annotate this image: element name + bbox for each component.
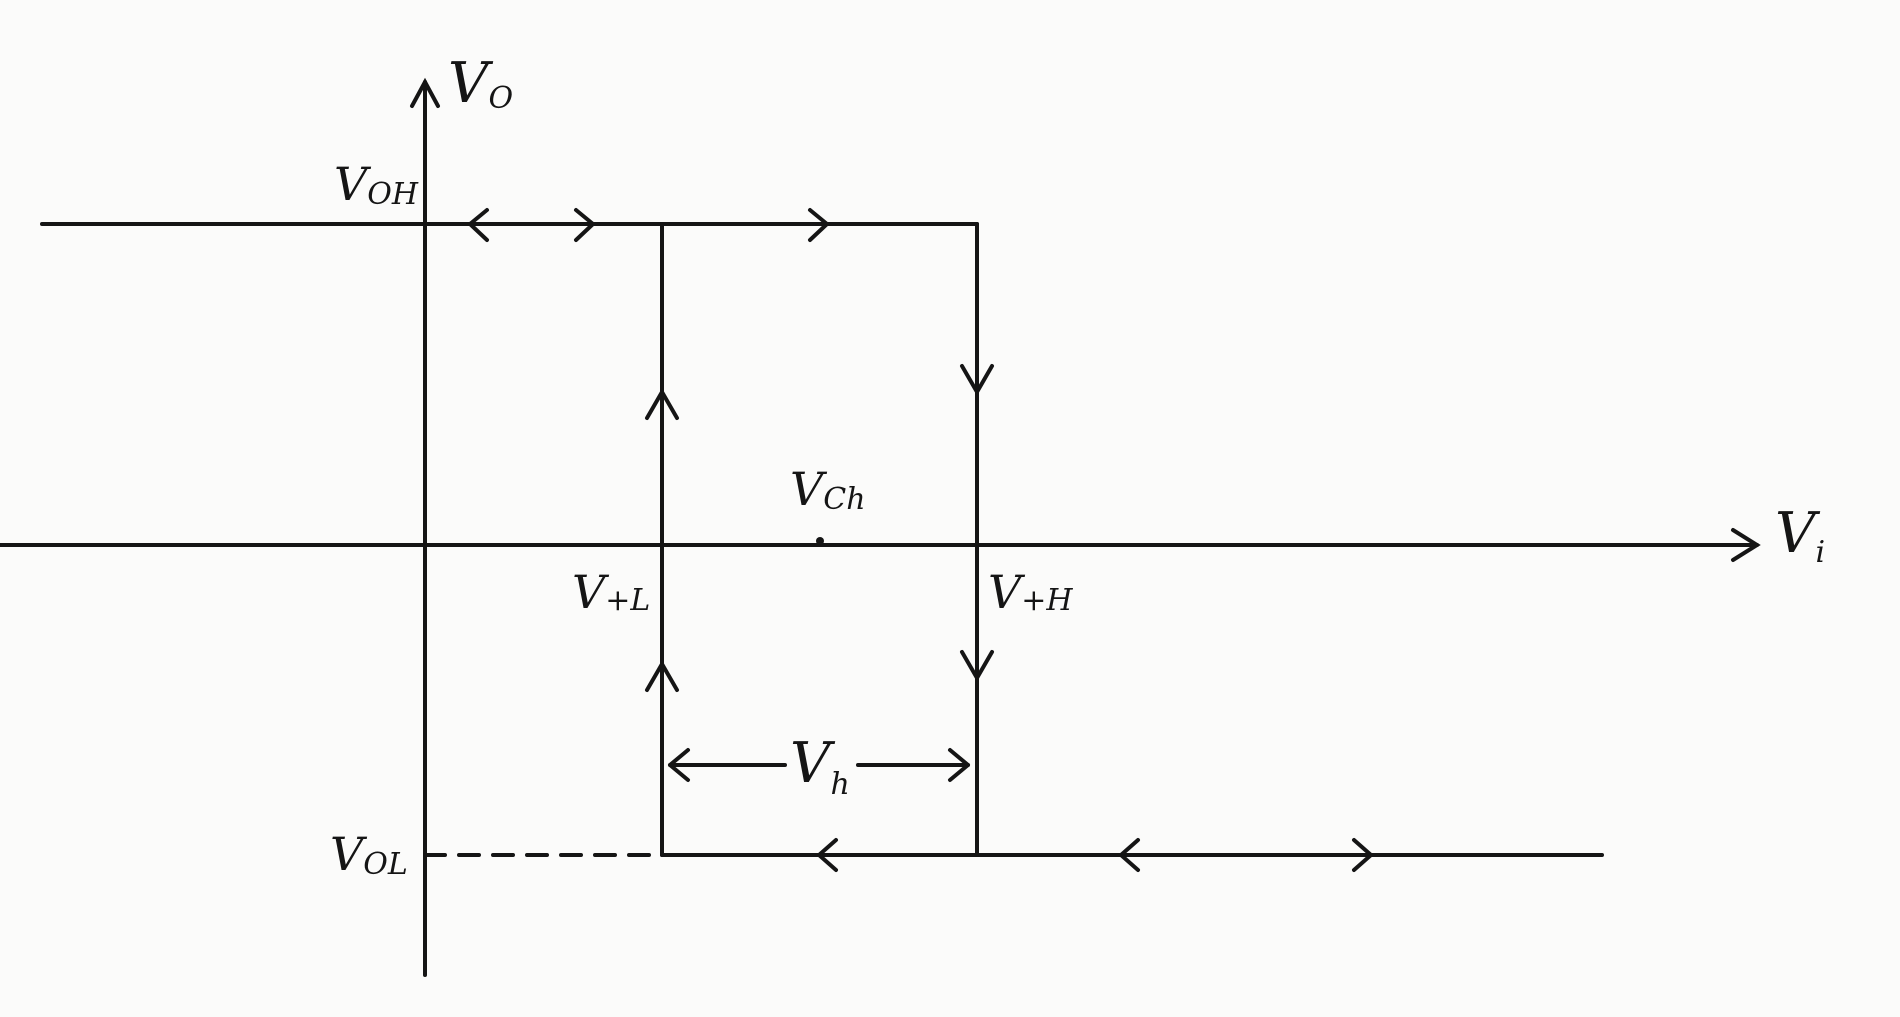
voh-label: VOH [334, 157, 419, 212]
v-plus-h-label: V+H [988, 565, 1073, 619]
low-line-left-arrow-2 [1119, 838, 1140, 872]
high-line-right-arrow [574, 208, 595, 242]
x-axis-label: Vi [1775, 501, 1825, 570]
left-line-up-arrow-upper [645, 390, 679, 420]
low-line-right-arrow [1352, 838, 1373, 872]
high-line-right-arrow-2 [808, 208, 829, 242]
vh-dimension-left-head [668, 748, 690, 782]
x-axis-arrowhead [1731, 528, 1761, 562]
right-line-down-arrow-upper [960, 364, 994, 394]
vh-label: Vh [790, 731, 850, 802]
low-line-left-arrow [817, 838, 838, 872]
vh-dimension-right-head [948, 748, 970, 782]
y-axis-arrowhead [410, 77, 440, 108]
y-axis-label: VO [448, 51, 513, 116]
vch-point [816, 537, 824, 545]
v-plus-l-label: V+L [572, 565, 650, 619]
vol-label: VOL [330, 827, 408, 882]
high-line-left-arrow [468, 208, 489, 242]
left-line-up-arrow-lower [645, 662, 679, 692]
vch-label: VCh [790, 462, 866, 517]
right-line-down-arrow-lower [960, 650, 994, 680]
